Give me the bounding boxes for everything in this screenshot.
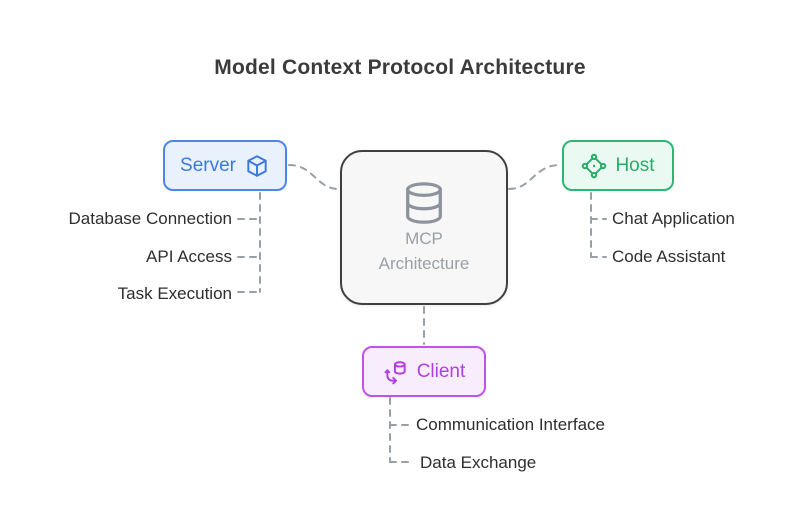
client-feature-communication-interface: Communication Interface [416,415,605,434]
database-icon [406,181,442,224]
database-sync-icon [384,360,406,384]
client-node: Client [362,346,486,397]
cube-icon [247,154,267,177]
connector-server-to-center [288,164,340,190]
server-node-label: Server [180,154,236,176]
server-node: Server [163,140,287,191]
center-label-line1: MCP [405,228,443,248]
network-nodes-icon [582,153,607,178]
client-feature-data-exchange: Data Exchange [420,453,537,472]
server-feature-task-execution: Task Execution [117,284,232,303]
client-node-label: Client [416,360,466,382]
server-feature-api-access: API Access [146,247,232,266]
host-feature-code-assistant: Code Assistant [612,247,726,266]
server-feature-database-connection: Database Connection [68,209,232,228]
connector-center-to-host [508,164,561,190]
host-feature-chat-application: Chat Application [612,209,735,228]
center-label-line2: Architecture [378,253,470,273]
mcp-architecture-node: MCP Architecture [340,150,508,305]
host-node-label: Host [615,154,655,176]
host-node: Host [562,140,674,191]
diagram-title: Model Context Protocol Architecture [214,56,586,79]
